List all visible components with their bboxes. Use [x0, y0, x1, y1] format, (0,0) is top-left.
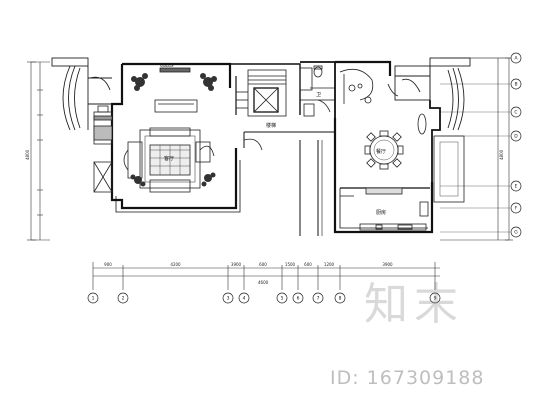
right-axis-marker: B: [510, 78, 522, 90]
right-axis-marker-text: A: [514, 56, 518, 62]
right-axis-marker: G: [510, 226, 522, 238]
right-axis-marker: C: [510, 106, 522, 118]
bottom-dim-text: 3900: [382, 262, 393, 267]
bottom-axis-marker: 2: [117, 292, 129, 304]
walls: [110, 60, 441, 236]
right-axis-marker-text: G: [514, 230, 518, 236]
bottom-axis-marker: 1: [87, 292, 99, 304]
living-top-sign: SIGNAGE: [160, 64, 174, 68]
bottom-axis-marker: 3: [222, 292, 234, 304]
bottom-dim-text: 600: [259, 262, 267, 267]
right-axis-marker: D: [510, 130, 522, 142]
bathroom: [299, 65, 334, 117]
bottom-axis-marker: 6: [292, 292, 304, 304]
right-dimension: [440, 57, 513, 241]
left-cabinets: [93, 105, 113, 193]
bottom-dim-text: 900: [104, 262, 112, 267]
left-bay-window: [51, 57, 112, 131]
bottom-axis-marker-text: 7: [317, 296, 320, 302]
right-axis-marker: A: [510, 52, 522, 64]
bottom-axis-marker: 4: [238, 292, 250, 304]
right-axis-marker-text: D: [514, 134, 518, 140]
living-room-furniture: [123, 67, 217, 193]
dining-label: 餐厅: [376, 148, 386, 155]
bottom-dim-text: 600: [304, 262, 312, 267]
bottom-axis-marker-text: 5: [281, 296, 284, 302]
bottom-dim-text: 1200: [324, 262, 335, 267]
bottom-axis-marker-text: 2: [122, 296, 125, 302]
bottom-axis-marker-text: 1: [92, 296, 95, 302]
right-axis-marker-text: F: [515, 206, 518, 212]
bottom-axis-marker: 7: [312, 292, 324, 304]
right-axis-marker-text: B: [514, 82, 517, 88]
bottom-axis-marker-text: 9: [434, 296, 437, 302]
right-dim-total: 4800: [499, 149, 504, 160]
bottom-axis-marker: 5: [276, 292, 288, 304]
bottom-mid-dim: 4600: [258, 280, 269, 285]
dining-furniture: [339, 68, 465, 203]
watermark-brand: 知末: [364, 279, 464, 330]
bottom-dim-text: 3900: [231, 262, 242, 267]
bottom-axis-marker-text: 4: [243, 296, 246, 302]
right-axis-marker-text: E: [515, 184, 518, 190]
bottom-axis-marker: 9: [429, 292, 441, 304]
stair: [236, 69, 287, 151]
right-axis-marker: E: [510, 180, 522, 192]
wc-label: 卫: [316, 92, 321, 98]
bottom-dimension: [92, 262, 440, 290]
bottom-axis-marker-text: 8: [339, 296, 342, 302]
right-axis-marker: F: [510, 202, 522, 214]
living-room-label: 客厅: [164, 155, 174, 162]
left-dim-total: 4800: [25, 149, 30, 160]
right-axis-markers: A B C D E F G: [440, 52, 522, 238]
bottom-axis-markers: 1 2 3 4 5 6 7 8 9: [87, 292, 441, 304]
bottom-dim-texts: 900 4200 3900 600 1500 600 1200 3900: [104, 262, 393, 267]
bottom-axis-marker: 8: [334, 292, 346, 304]
bottom-axis-marker-text: 3: [227, 296, 230, 302]
right-axis-marker-text: C: [514, 110, 517, 116]
right-bay-window: [387, 57, 471, 131]
bottom-dim-text: 1500: [285, 262, 296, 267]
bottom-dim-text: 4200: [170, 262, 181, 267]
left-dimension: [27, 61, 50, 241]
kitchen-furniture: [340, 187, 429, 231]
watermark-id: ID: 167309188: [330, 367, 485, 389]
kitchen-label: 厨房: [376, 209, 386, 216]
stair-label: 楼梯: [266, 122, 276, 129]
bottom-axis-marker-text: 6: [297, 296, 300, 302]
